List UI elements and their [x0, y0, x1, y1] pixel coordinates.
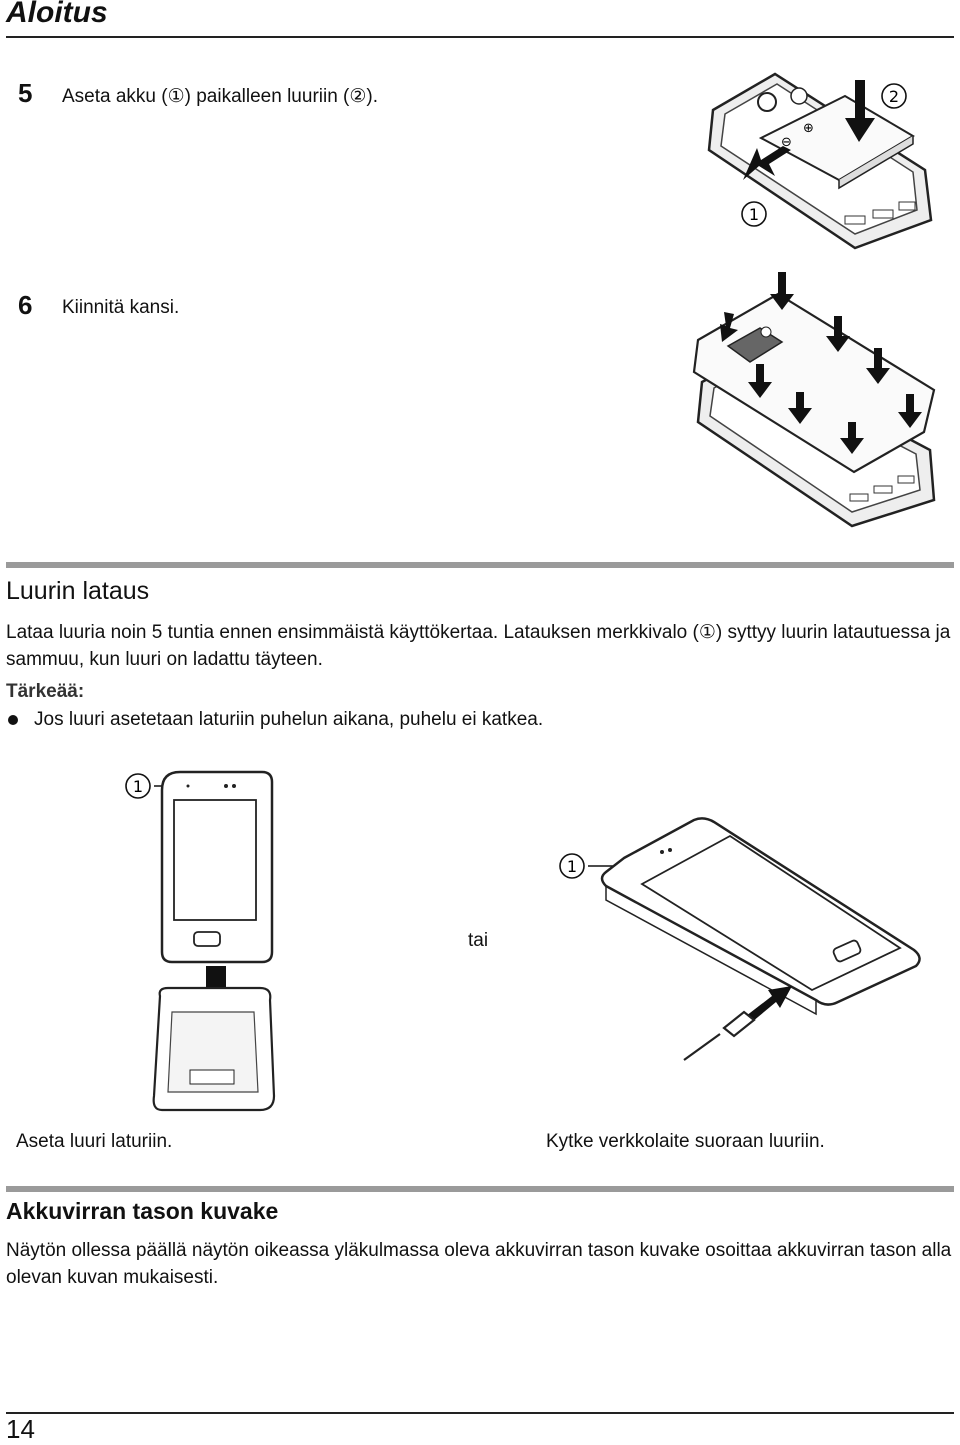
step-6-text: Kiinnitä kansi.	[62, 297, 180, 318]
phone-screen	[173, 799, 257, 921]
step-5-number: 5	[18, 78, 33, 108]
direct-charging-illustration	[588, 817, 921, 1061]
charging-heading: Luurin lataus	[6, 577, 150, 605]
callout-badge-charging-left: 1	[125, 773, 151, 799]
important-label: Tärkeää:	[6, 681, 85, 702]
plug-arrow	[746, 986, 792, 1022]
press-arrow-4	[866, 348, 890, 384]
charging-callout-right-label: 1	[567, 857, 577, 876]
callout-badge-2: 2	[881, 83, 907, 109]
callout-badge-charging-right: 1	[559, 853, 585, 879]
caption-right: Kytke verkkolaite suoraan luuriin.	[546, 1131, 825, 1152]
header-rule	[6, 36, 954, 38]
bullet-dot	[8, 715, 18, 725]
caption-left: Aseta luuri laturiin.	[16, 1131, 173, 1152]
section-divider-charging	[6, 562, 954, 568]
callout-badge-1: 1	[741, 201, 767, 227]
camera-lens	[757, 92, 777, 112]
phone-tilted-home-key	[832, 939, 862, 963]
press-arrow-1	[770, 272, 794, 310]
cradle-contacts	[189, 1069, 235, 1085]
step-6-number: 6	[18, 290, 33, 320]
press-arrow-5	[748, 364, 772, 398]
cover-attach-illustration	[692, 272, 936, 528]
cradle-charging-illustration	[152, 770, 276, 1112]
charging-paragraph: Lataa luuria noin 5 tuntia ennen ensimmä…	[6, 622, 951, 670]
or-label: tai	[468, 930, 489, 951]
battery-insert-illustration: ⊖ ⊕	[707, 72, 933, 250]
step-5-text: Aseta akku (①) paikalleen luuriin (②).	[62, 86, 379, 107]
press-arrow-2	[720, 312, 738, 342]
battery-icon-paragraph: Näytön ollessa päällä näytön oikeassa yl…	[6, 1240, 952, 1288]
usb-cable	[683, 1010, 756, 1061]
press-arrow-8	[898, 394, 922, 428]
footer-rule	[6, 1412, 954, 1414]
insert-arrow-2	[845, 80, 875, 142]
battery-icon-heading: Akkuvirran tason kuvake	[6, 1198, 279, 1224]
press-arrow-3	[826, 316, 850, 352]
bullet-item-1: Jos luuri asetetaan laturiin puhelun aik…	[34, 709, 544, 730]
svg-text:⊖: ⊖	[781, 135, 792, 150]
insert-arrow-1	[743, 146, 791, 180]
page-title: Aloitus	[6, 0, 108, 29]
callout-1-label: 1	[749, 205, 759, 224]
section-divider-battery	[6, 1186, 954, 1192]
callout-2-label: 2	[889, 87, 899, 106]
press-arrow-6	[788, 392, 812, 424]
svg-text:⊕: ⊕	[803, 121, 814, 136]
charging-callout-left-label: 1	[133, 777, 143, 796]
phone-home-key	[193, 931, 221, 947]
press-arrow-7	[840, 422, 864, 454]
page-number: 14	[6, 1414, 35, 1444]
